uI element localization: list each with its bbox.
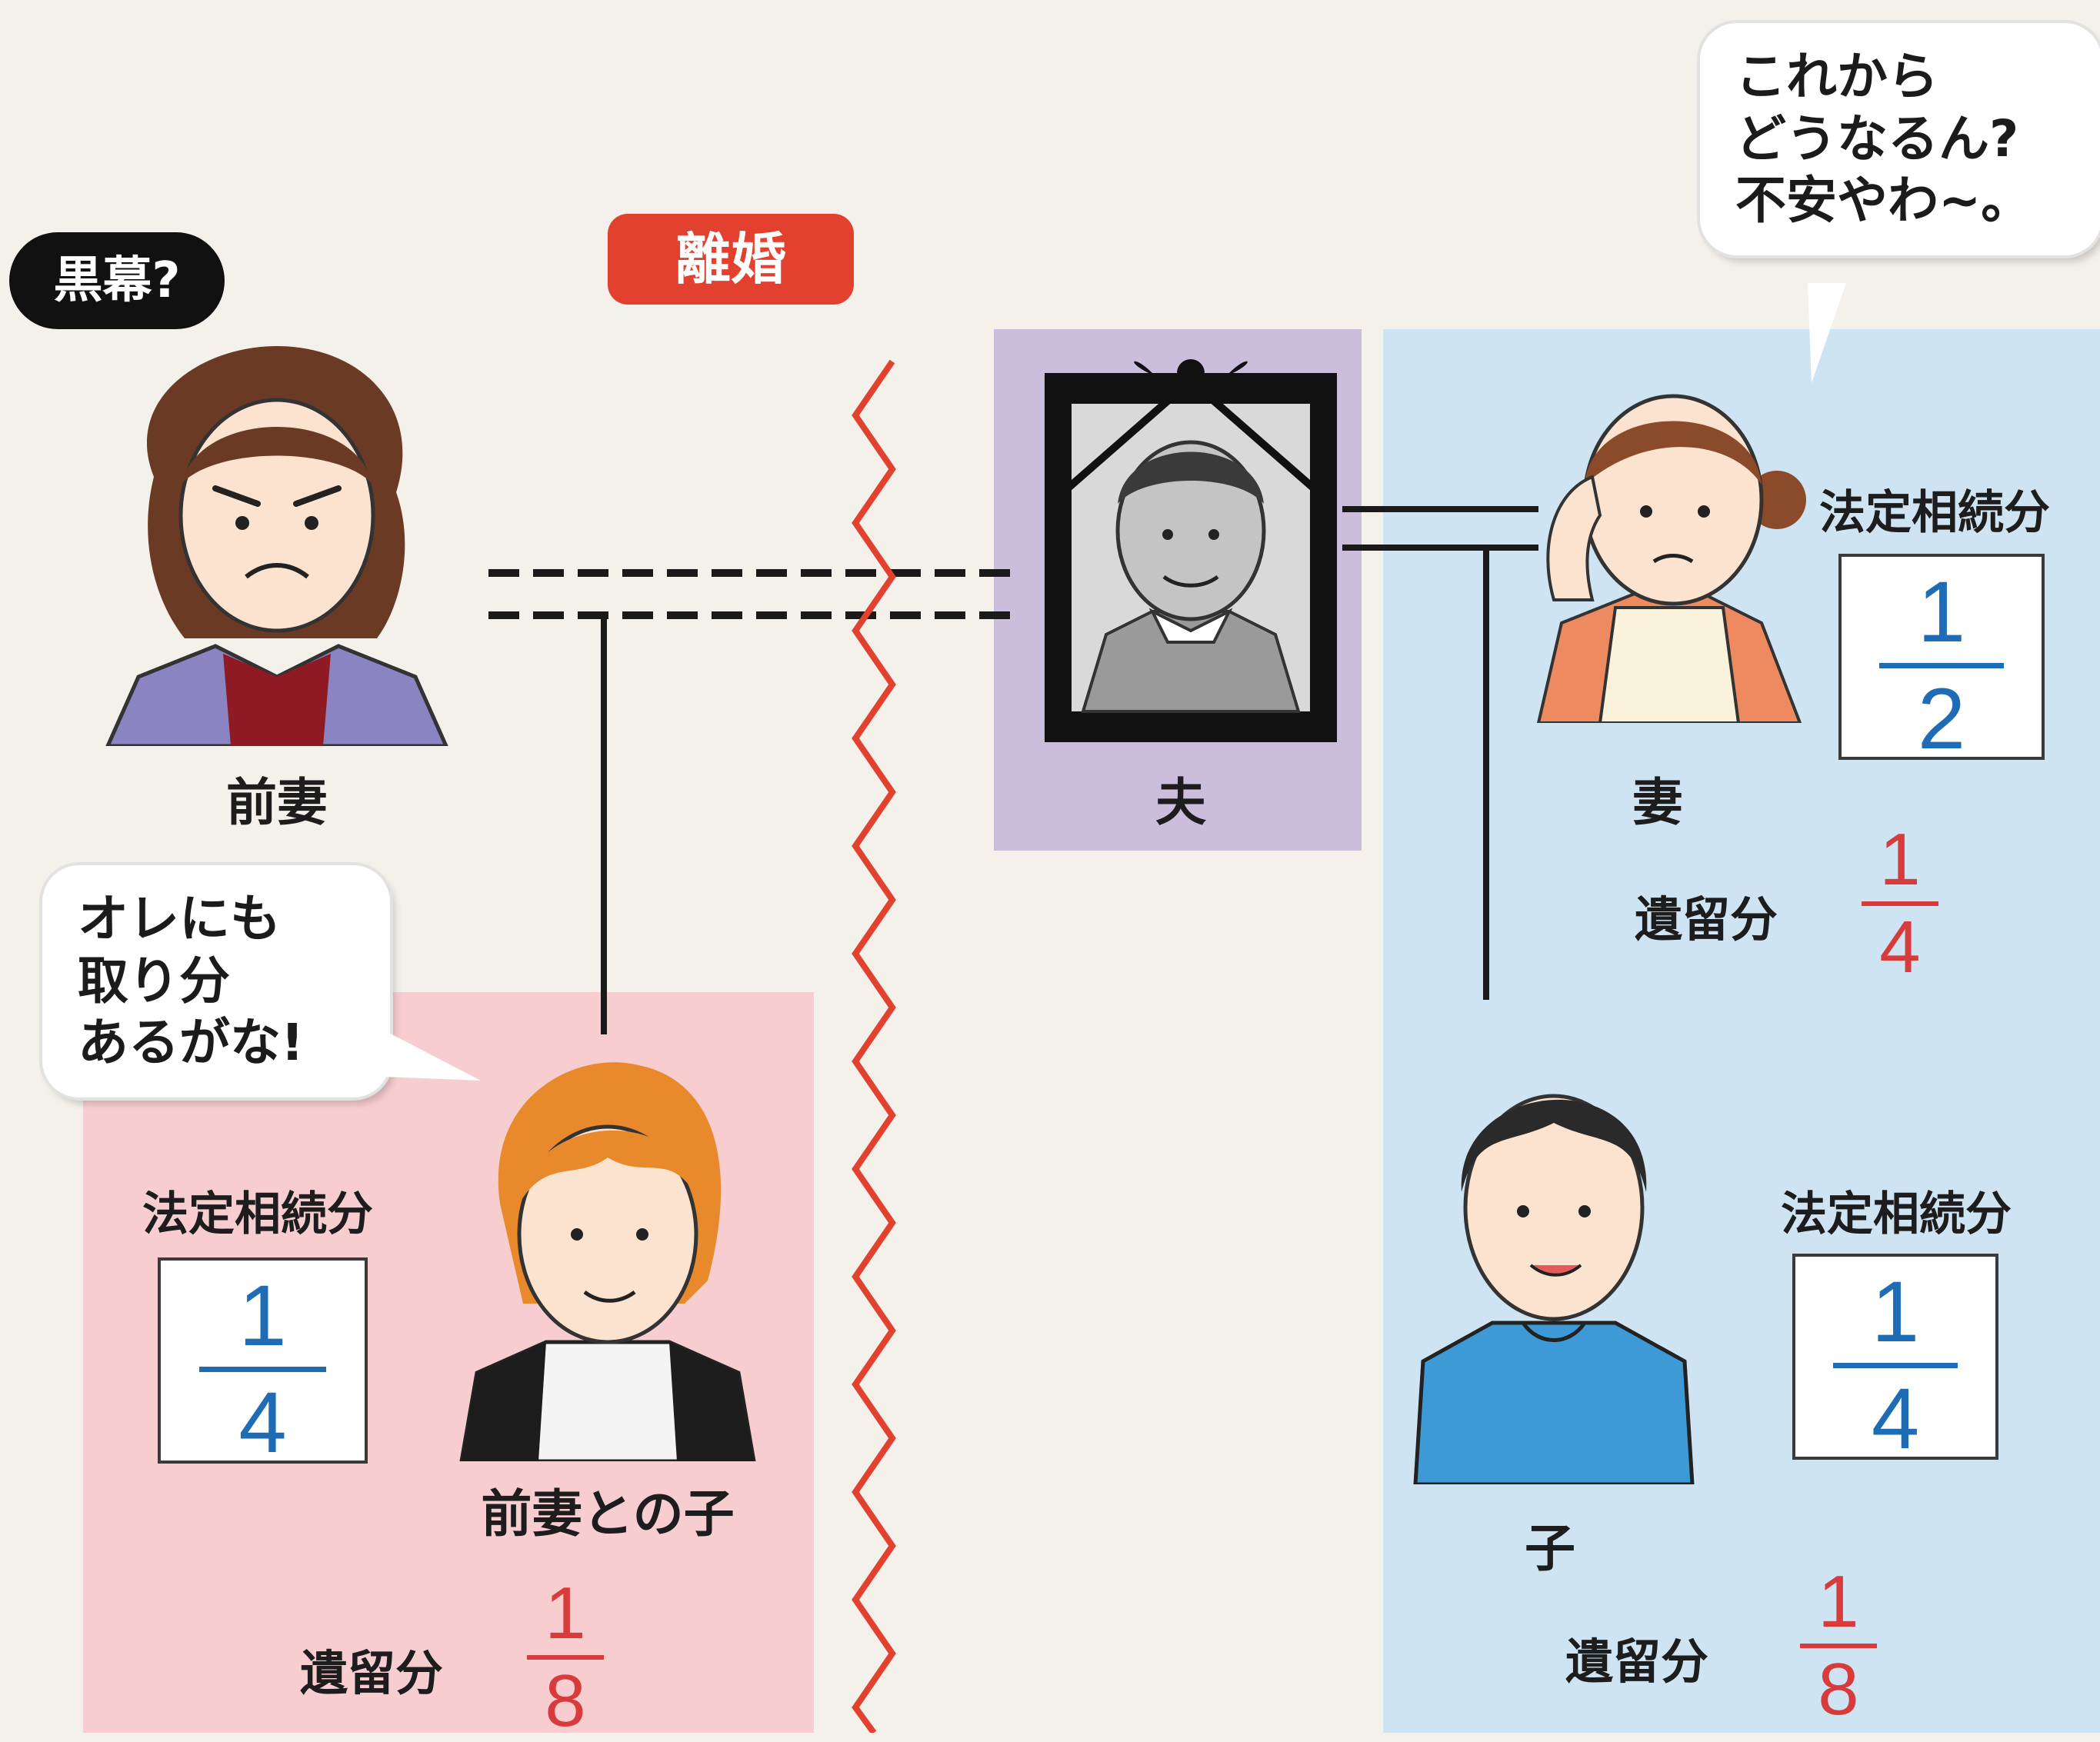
- child-illustration: [1413, 1094, 1695, 1484]
- ex-child-speech-bubble: オレにも 取り分 あるがな!: [42, 865, 390, 1097]
- ex-child-reserved-numerator: 1: [545, 1572, 586, 1654]
- wife-legal-share-fraction: 1 2: [1838, 554, 2045, 767]
- ex-child-legal-share-label: 法定相続分: [142, 1187, 373, 1241]
- wife-speech-line-2: どうなるん?: [1735, 108, 2019, 168]
- child-reserved-share-label: 遺留分: [1565, 1634, 1709, 1690]
- child-legal-numerator: 1: [1871, 1264, 1920, 1360]
- child-label: 子: [1525, 1519, 1575, 1578]
- wife-reserved-numerator: 1: [1879, 818, 1921, 901]
- wife-reserved-denominator: 4: [1879, 906, 1921, 988]
- ex-child-speech-line-2: 取り分: [78, 951, 230, 1011]
- child-reserved-share-fraction: 1 8: [1800, 1565, 1877, 1727]
- ex-child-legal-share-fraction: 1 4: [158, 1257, 368, 1471]
- ex-child-reserved-share-label: 遺留分: [300, 1645, 444, 1701]
- divorce-zigzag: [852, 359, 896, 1733]
- wife-speech-line-1: これから: [1735, 47, 1938, 106]
- divorce-tag: 離婚: [608, 214, 854, 305]
- ex-child-label: 前妻との子: [481, 1484, 735, 1544]
- wife-bubble-tail: [1808, 283, 1846, 383]
- wife-speech-line-3: 不安やわ~。: [1735, 171, 2032, 231]
- wife-legal-share-label: 法定相続分: [1819, 486, 2050, 540]
- wife-speech-bubble: これから どうなるん? 不安やわ~。: [1700, 23, 2100, 255]
- ex-child-legal-fraction-bar: [199, 1367, 326, 1372]
- child-reserved-denominator: 8: [1818, 1648, 1859, 1730]
- wife-legal-fraction-bar: [1879, 663, 2004, 668]
- child-reserved-numerator: 1: [1818, 1560, 1859, 1643]
- wife-reserved-share-fraction: 1 4: [1862, 823, 1938, 984]
- husband-label: 夫: [1155, 773, 1206, 832]
- wife-reserved-fraction-bar: [1862, 901, 1938, 906]
- child-legal-denominator: 4: [1871, 1371, 1920, 1467]
- child-legal-share-label: 法定相続分: [1781, 1187, 2012, 1241]
- ex-wife-label: 前妻: [226, 773, 328, 832]
- child-reserved-fraction-bar: [1800, 1644, 1877, 1648]
- ex-child-legal-denominator: 4: [238, 1374, 287, 1471]
- ex-child-bubble-tail: [385, 1031, 481, 1081]
- ex-child-reserved-fraction-bar: [527, 1655, 604, 1660]
- ex-wife-illustration: [105, 346, 448, 746]
- wife-legal-numerator: 1: [1917, 564, 1966, 660]
- ex-child-illustration: [459, 1062, 756, 1461]
- wife-illustration: [1536, 394, 1806, 723]
- ex-child-speech-line-3: あるがな!: [78, 1013, 305, 1073]
- child-legal-fraction-bar: [1833, 1363, 1958, 1368]
- child-legal-share-fraction: 1 4: [1792, 1254, 1998, 1467]
- husband-memorial-photo: [1045, 359, 1337, 742]
- ex-child-reserved-share-fraction: 1 8: [527, 1577, 604, 1738]
- ex-child-speech-line-1: オレにも: [78, 889, 281, 948]
- ex-child-legal-numerator: 1: [238, 1267, 287, 1364]
- wife-legal-denominator: 2: [1917, 671, 1966, 767]
- wife-label: 妻: [1632, 773, 1683, 832]
- wife-reserved-share-label: 遺留分: [1635, 891, 1778, 948]
- kuromaku-tag: 黒幕?: [9, 232, 225, 329]
- ex-child-reserved-denominator: 8: [545, 1660, 586, 1742]
